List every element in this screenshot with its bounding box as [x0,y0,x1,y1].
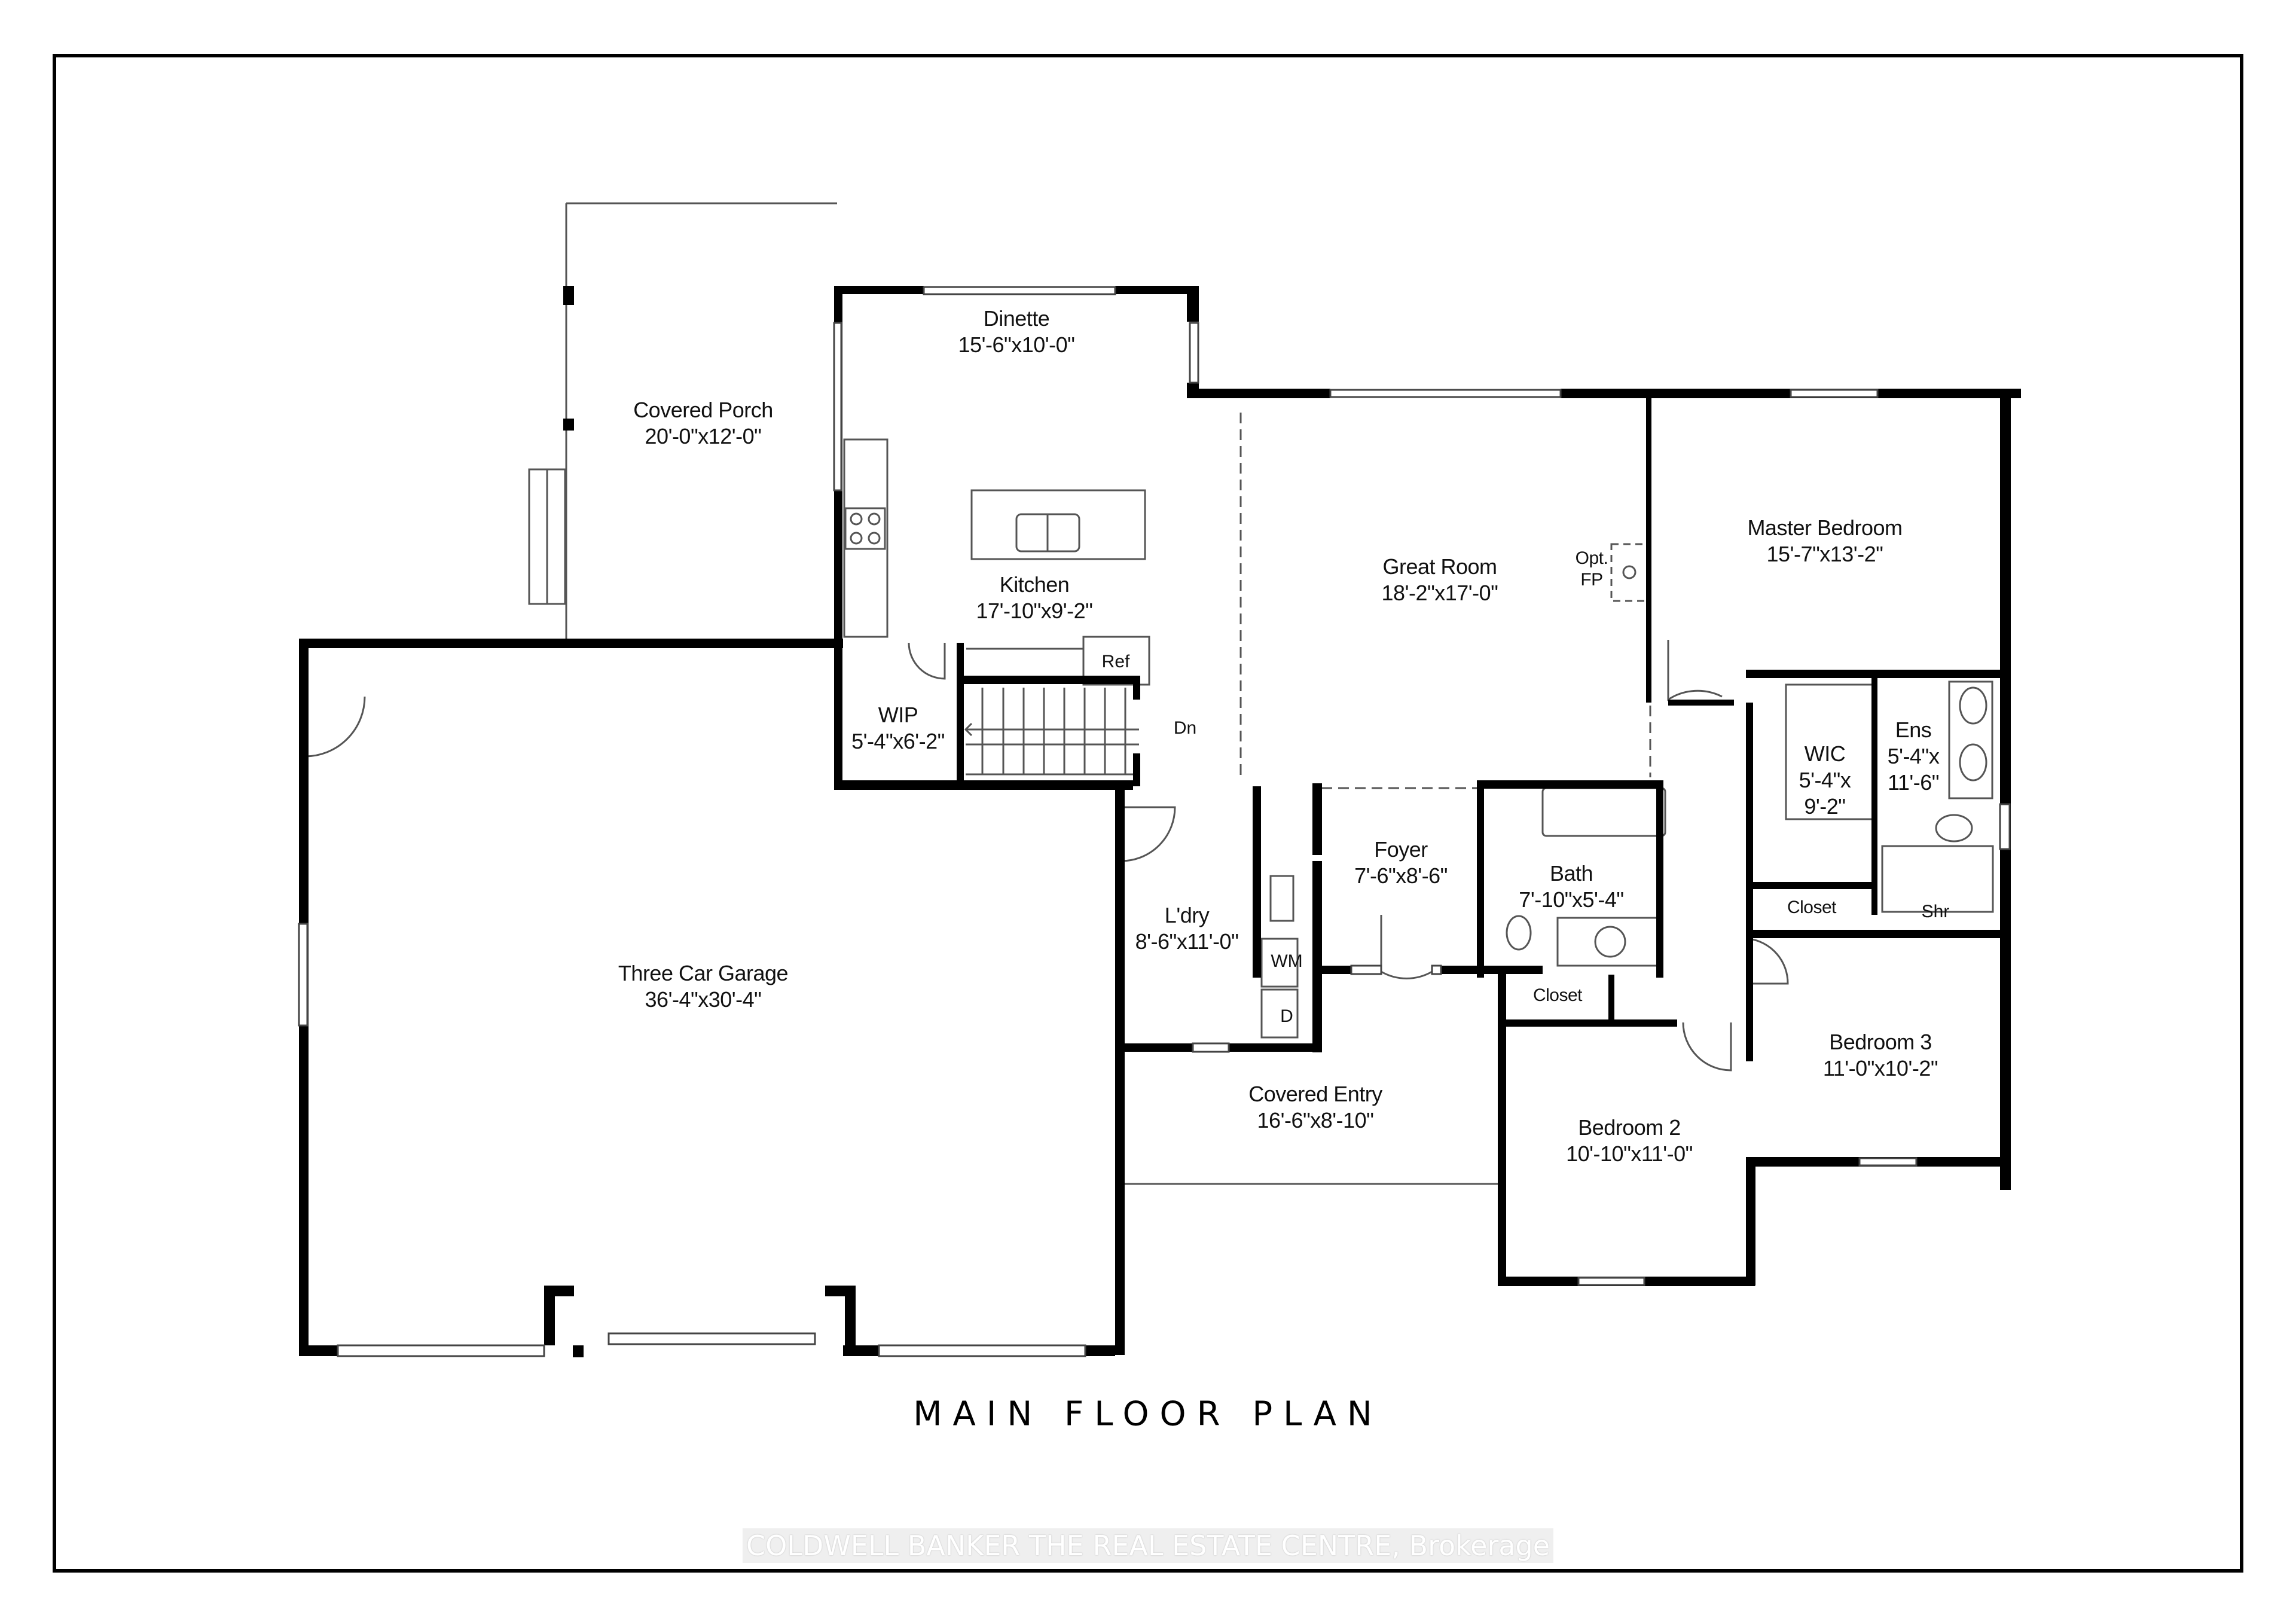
room-name: Covered Entry [1248,1082,1382,1106]
room-name: WIC [1804,741,1846,766]
fireplace-label: Opt. FP [1575,548,1608,590]
room-three-car-garage: Three Car Garage 36'-4"x30'-4" [618,960,789,1013]
room-size: 18'-2"x17'-0" [1381,581,1498,605]
room-size: 15'-7"x13'-2" [1766,542,1883,566]
room-size: 16'-6"x8'-10" [1257,1108,1374,1132]
room-ens: Ens 5'-4"x 11'-6" [1888,717,1940,796]
room-name: Ens [1895,718,1932,742]
shower-label: Shr [1921,902,1950,921]
dryer-label: D [1280,1006,1293,1026]
room-wic: WIC 5'-4"x 9'-2" [1799,741,1851,820]
drawing-border [53,54,2243,1573]
room-kitchen: Kitchen 17'-10"x9'-2" [976,572,1093,624]
room-name: WIP [878,703,918,727]
room-name: Foyer [1374,837,1428,862]
room-laundry: L'dry 8'-6"x11'-0" [1135,902,1239,955]
room-size: 20'-0"x12'-0" [645,424,762,448]
room-size: 5'-4"x [1799,768,1851,792]
room-covered-porch: Covered Porch 20'-0"x12'-0" [633,397,773,450]
room-name: Bath [1549,861,1593,886]
room-closet-bedroom-3: Closet [1787,897,1837,918]
room-size: 7'-6"x8'-6" [1354,863,1448,888]
room-foyer: Foyer 7'-6"x8'-6" [1354,837,1448,889]
room-closet-hall: Closet [1532,985,1583,1006]
room-name: Kitchen [999,572,1070,597]
room-master-bedroom: Master Bedroom 15'-7"x13'-2" [1747,515,1903,567]
room-size: 36'-4"x30'-4" [645,987,762,1012]
room-size: 15'-6"x10'-0" [958,332,1075,357]
room-size: 11'-0"x10'-2" [1822,1056,1938,1080]
room-name: Bedroom 2 [1578,1115,1681,1140]
room-name: Bedroom 3 [1829,1030,1932,1054]
walls [299,286,2021,1357]
room-bedroom-2: Bedroom 2 10'-10"x11'-0" [1566,1115,1693,1167]
brokerage-watermark: COLDWELL BANKER THE REAL ESTATE CENTRE, … [742,1528,1554,1563]
room-name: Three Car Garage [618,961,789,985]
room-size: 7'-10"x5'-4" [1519,887,1624,912]
room-dinette: Dinette 15'-6"x10'-0" [958,306,1075,358]
plan-title: MAIN FLOOR PLAN [913,1394,1383,1434]
room-name: Master Bedroom [1747,515,1903,540]
room-wip: WIP 5'-4"x6'-2" [851,702,945,755]
room-bath: Bath 7'-10"x5'-4" [1519,860,1624,913]
room-size: 5'-4"x [1887,744,1940,768]
room-size: 8'-6"x11'-0" [1135,929,1239,954]
washer-label: WM [1271,951,1303,971]
room-name: Dinette [983,306,1050,331]
room-bedroom-3: Bedroom 3 11'-0"x10'-2" [1823,1029,1938,1082]
windows [298,286,2011,1357]
room-great-room: Great Room 18'-2"x17'-0" [1382,554,1498,606]
room-size: 11'-6" [1887,770,1940,795]
stairs-down-label: Dn [1173,718,1197,738]
room-size: 17'-10"x9'-2" [976,599,1093,623]
room-name: Closet [1532,985,1583,1005]
room-size: 10'-10"x11'-0" [1566,1141,1693,1166]
room-name: Covered Porch [633,398,773,422]
room-covered-entry: Covered Entry 16'-6"x8'-10" [1248,1081,1382,1134]
room-name: Great Room [1382,554,1497,579]
room-size: 9'-2" [1804,794,1846,819]
room-size: 5'-4"x6'-2" [851,729,945,753]
refrigerator-label: Ref [1101,652,1130,671]
room-name: Closet [1787,898,1837,917]
room-name: L'dry [1164,903,1210,927]
